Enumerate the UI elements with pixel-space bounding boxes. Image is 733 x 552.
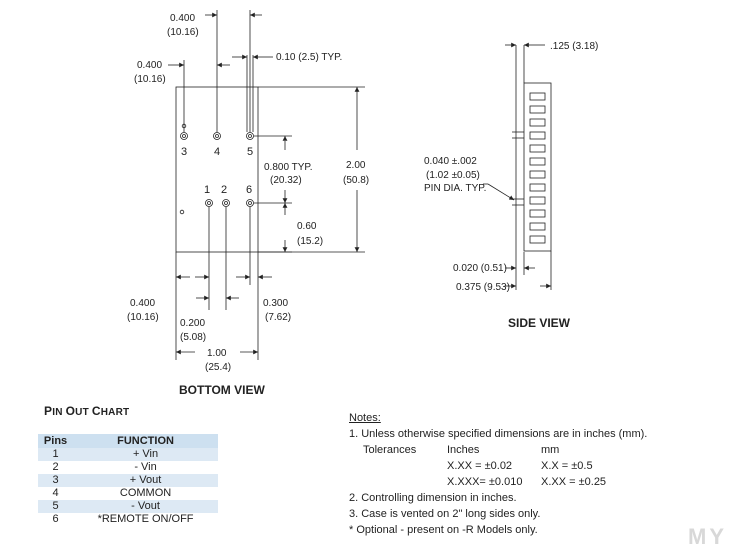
pin-table: Pins FUNCTION 1+ Vin 2 - Vin 3+ Vout 4 COM… (38, 434, 218, 526)
pin-number: 4 (52, 487, 59, 499)
dim-offset-mm: (15.2) (297, 236, 323, 247)
pin-function: - Vout (73, 500, 218, 513)
tol-label: Tolerances (363, 444, 417, 456)
tol-xx-mm: X.X = ±0.5 (541, 460, 593, 472)
pin-function: - Vin (134, 461, 157, 473)
pin-number: 6 (52, 513, 59, 525)
table-row: 5- Vout (38, 500, 218, 513)
side-view-title: SIDE VIEW (508, 316, 571, 330)
pin-5 (246, 132, 254, 140)
tolerances-table: Tolerances Inches mm X.XX = ±0.02 X.X = … (349, 442, 679, 490)
dim-top-0400: 0.400 (170, 13, 195, 24)
table-row: 4 COMMON (38, 487, 218, 500)
dim-pin-pitch: 0.200 (180, 318, 205, 329)
pin-label-6: 6 (246, 184, 252, 196)
dim-bl-1016: (10.16) (127, 312, 159, 323)
pin-3 (180, 132, 188, 140)
table-row: 6 *REMOTE ON/OFF (38, 513, 218, 526)
dim-spacing-typ-mm: (20.32) (270, 175, 302, 186)
pin-function: + Vin (73, 448, 218, 461)
case-vents (529, 92, 546, 244)
pin-chart-title: PIN OUT CHART (44, 404, 130, 418)
pin-out-chart: PIN OUT CHART Pins FUNCTION 1+ Vin 2 - Vi… (38, 404, 218, 526)
col-pins: Pins (38, 434, 74, 448)
note-2: 2. Controlling dimension in inches. (349, 492, 517, 504)
dim-spacing-typ: 0.800 TYP. (264, 162, 313, 173)
note-3: 3. Case is vented on 2" long sides only. (349, 508, 541, 520)
pin-label-3: 3 (181, 146, 187, 158)
col-function: FUNCTION (73, 434, 218, 448)
dim-offset: 0.60 (297, 221, 317, 232)
dim-width: 1.00 (207, 348, 227, 359)
pin-label-4: 4 (214, 146, 220, 158)
dim-top-1016: (10.16) (167, 27, 199, 38)
dim-left-1016: (10.16) (134, 74, 166, 85)
pin-function: *REMOTE ON/OFF (97, 513, 194, 525)
dim-height: 2.00 (346, 160, 366, 171)
tol-xxx-inches: X.XXX= ±0.010 (447, 476, 523, 488)
watermark: MY (688, 524, 727, 549)
dim-br-762: (7.62) (265, 312, 291, 323)
pin-number: 2 (52, 461, 59, 473)
side-case (523, 82, 552, 252)
dim-height-mm: (50.8) (343, 175, 369, 186)
pin-function: COMMON (119, 487, 172, 499)
pin-1 (205, 199, 213, 207)
tol-inches-header: Inches (447, 444, 480, 456)
notes-block: Notes: 1. Unless otherwise specified dim… (349, 410, 679, 538)
pin-2 (222, 199, 230, 207)
pin-number: 3 (38, 474, 74, 487)
dim-pin-dia-mm: (1.02 ±0.05) (426, 170, 480, 181)
pin-number: 5 (38, 500, 74, 513)
dim-left-0400: 0.400 (137, 60, 162, 71)
dim-width-mm: (25.4) (205, 362, 231, 373)
table-row: 3+ Vout (38, 474, 218, 487)
bottom-view-title: BOTTOM VIEW (179, 383, 265, 397)
note-1: 1. Unless otherwise specified dimensions… (349, 428, 648, 440)
dim-thickness: .125 (3.18) (550, 41, 598, 52)
table-row: 1+ Vin (38, 448, 218, 461)
dim-bl-0400: 0.400 (130, 298, 155, 309)
note-4: * Optional - present on -R Models only. (349, 524, 538, 536)
pin-6 (246, 199, 254, 207)
tol-xxx-mm: X.XX = ±0.25 (541, 476, 607, 488)
dim-pin-pitch-mm: (5.08) (180, 332, 206, 343)
pin-4 (213, 132, 221, 140)
tol-xx-inches: X.XX = ±0.02 (447, 460, 513, 472)
dim-pin-dia-typ: PIN DIA. TYP. (424, 183, 486, 194)
table-row: 2 - Vin (38, 461, 218, 474)
tol-mm-header: mm (541, 444, 560, 456)
pin-label-2: 2 (221, 184, 227, 196)
dim-pin-dia: 0.040 ±.002 (424, 156, 477, 167)
notes-header: Notes: (349, 412, 381, 424)
pin-function: + Vout (73, 474, 218, 487)
pin-label-5: 5 (247, 146, 253, 158)
dim-standoff: 0.020 (0.51) (453, 263, 507, 274)
dim-overall: 0.375 (9.53) (456, 282, 510, 293)
pin-number: 1 (38, 448, 74, 461)
dim-br-0300: 0.300 (263, 298, 288, 309)
pin-label-1: 1 (204, 184, 210, 196)
dim-pin-typ: 0.10 (2.5) TYP. (276, 52, 342, 63)
